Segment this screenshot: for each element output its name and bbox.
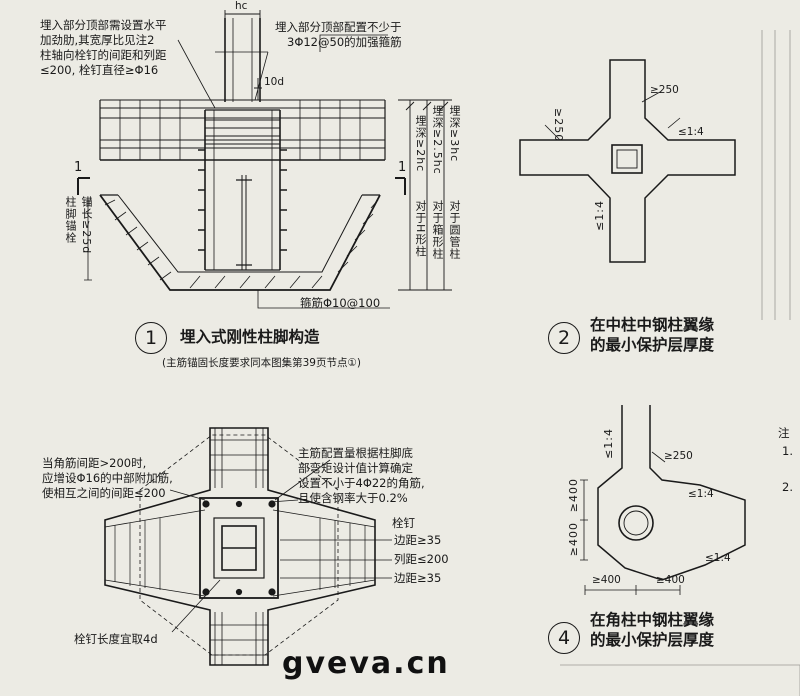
- detail4-drawing: [580, 405, 746, 595]
- title-line: 在中柱中钢柱翼缘: [590, 316, 715, 334]
- detail2-drawing: [519, 59, 736, 263]
- note-line: 且使含钢率大于0.2%: [298, 491, 408, 505]
- title-line: 的最小保护层厚度: [590, 336, 715, 354]
- detail2-number: 2: [548, 322, 580, 354]
- stirrup-label: 箍筋Φ10@100: [300, 296, 381, 310]
- note-line: 柱轴向栓钉的间距和列距: [40, 48, 167, 62]
- note-line: 加劲肋,其宽厚比见注2: [40, 33, 155, 47]
- detail2-slope-b: ≤1:4: [593, 200, 606, 231]
- note-line: 当角筋间距>200时,: [42, 456, 147, 470]
- detail4-slope-c: ≤1:4: [705, 552, 731, 564]
- note-line: 埋入部分顶部需设置水平: [40, 18, 167, 32]
- note-line: 埋入部分顶部配置不少于: [275, 20, 402, 34]
- title-line: 在角柱中钢柱翼缘: [590, 611, 715, 629]
- column-spacing: 列距≤200: [394, 552, 449, 566]
- dim-10d: 10d: [264, 76, 285, 88]
- detail1-note-top-right: 埋入部分顶部配置不少于 3Φ12@50的加强箍筋: [275, 20, 402, 50]
- detail1-note-top-left: 埋入部分顶部需设置水平 加劲肋,其宽厚比见注2 柱轴向栓钉的间距和列距 ≤200…: [40, 18, 167, 78]
- stud-length-note: 栓钉长度宜取4d: [74, 632, 158, 646]
- detail1-subtitle: (主筋锚固长度要求同本图集第39页节点①): [162, 357, 361, 369]
- note-line: 设置不小于4Φ22的角筋,: [298, 476, 425, 490]
- detail4-dim-400-v2: ≥400: [567, 522, 580, 557]
- watermark-text: gveva.cn: [282, 646, 450, 681]
- detail4-dim-250: ≥250: [664, 450, 693, 462]
- detail4-number: 4: [548, 622, 580, 654]
- col-type-box: 对于箱形柱: [431, 200, 444, 260]
- background-sheet-fragments: [560, 30, 800, 696]
- section11-note-right: 主筋配置量根据柱脚底 部弯矩设计值计算确定 设置不小于4Φ22的角筋, 且使含钢…: [298, 446, 425, 506]
- edge-distance-top: 边距≥35: [394, 533, 442, 547]
- title-line: 的最小保护层厚度: [590, 631, 715, 649]
- col-type-round: 对于圆管柱: [448, 200, 461, 260]
- note-line: 使相互之间的间距≤200: [42, 486, 166, 500]
- detail1-drawing: [77, 10, 452, 309]
- detail2-title: 在中柱中钢柱翼缘 的最小保护层厚度: [590, 315, 714, 355]
- note-line: ≤200, 栓钉直径≥Φ16: [40, 63, 159, 77]
- detail4-slope-a: ≤1:4: [602, 428, 615, 459]
- note-line: 主筋配置量根据柱脚底: [298, 446, 413, 460]
- note-line: 部弯矩设计值计算确定: [298, 461, 413, 475]
- section11-note-left: 当角筋间距>200时, 应增设Φ16的中部附加筋, 使相互之间的间距≤200: [42, 456, 173, 501]
- detail2-slope-a: ≤1:4: [678, 126, 704, 138]
- section-mark-left: 1: [74, 160, 83, 175]
- edge-distance-bottom: 边距≥35: [394, 571, 442, 585]
- detail1-title: 埋入式刚性柱脚构造: [180, 328, 320, 346]
- detail4-dim-400-h2: ≥400: [656, 574, 685, 586]
- detail2-dim-a: ≥250: [650, 84, 679, 96]
- depth-h-section: 埋深≥2hc: [414, 115, 427, 173]
- side-note-item-1: 1.: [782, 444, 793, 458]
- anchor-length: 锚长≥25d: [80, 196, 93, 255]
- section-mark-right: 1: [398, 160, 407, 175]
- section11-drawing: [104, 427, 392, 666]
- stud-label: 栓钉: [392, 516, 415, 530]
- depth-box-section: 埋深≥2.5hc: [431, 105, 444, 175]
- dim-hc: hc: [235, 0, 248, 12]
- detail4-title: 在角柱中钢柱翼缘 的最小保护层厚度: [590, 610, 714, 650]
- anchor-label: 柱脚锚栓: [64, 196, 77, 244]
- detail1-number: 1: [135, 322, 167, 354]
- col-type-h: 对于H形柱: [414, 200, 427, 258]
- detail4-slope-b: ≤1:4: [688, 488, 714, 500]
- detail4-dim-400-v1: ≥400: [567, 478, 580, 513]
- side-note-item-2: 2.: [782, 480, 793, 494]
- side-note-label: 注: [778, 426, 790, 440]
- detail4-dim-400-h1: ≥400: [592, 574, 621, 586]
- depth-round-section: 埋深≥3hc: [448, 105, 461, 163]
- note-line: 应增设Φ16的中部附加筋,: [42, 471, 173, 485]
- detail2-dim-b: ≥250: [552, 108, 565, 143]
- note-line: 3Φ12@50的加强箍筋: [287, 35, 402, 49]
